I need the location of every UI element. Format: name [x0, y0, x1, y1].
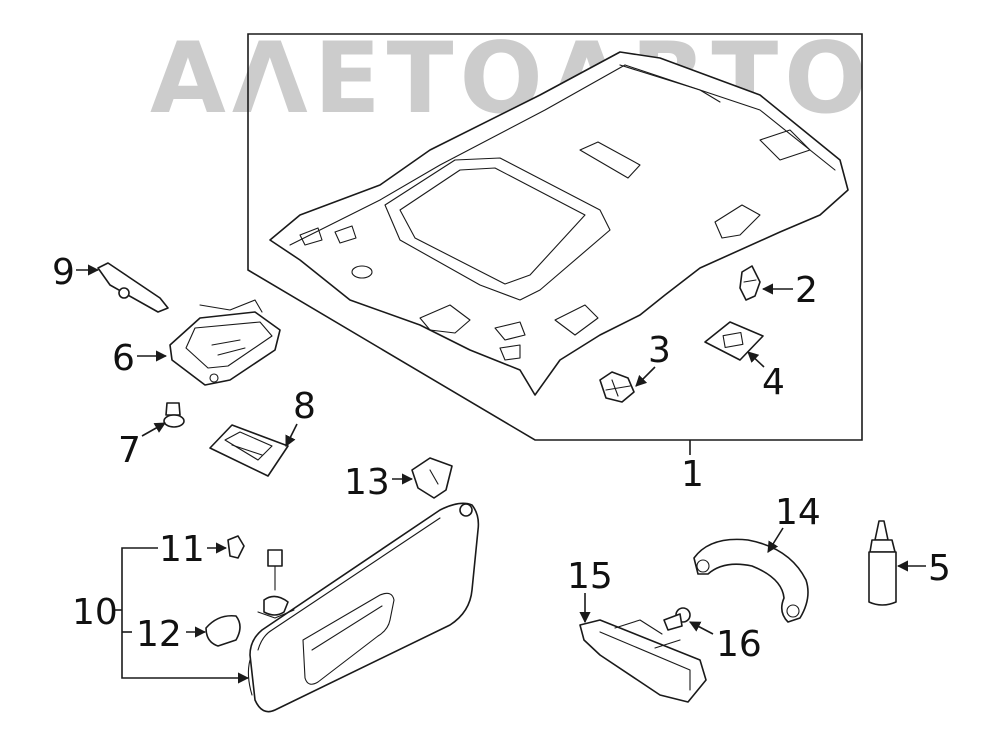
callout-15: 15 [567, 556, 613, 597]
sun-visor-part-10 [247, 502, 480, 713]
fastener-part-16 [663, 607, 691, 631]
visor-clip-part-13 [411, 457, 453, 499]
leader-10-bracket [114, 547, 250, 684]
trim-strip-part-9 [97, 262, 169, 313]
callout-13: 13 [344, 462, 390, 503]
callout-8: 8 [293, 386, 316, 427]
callout-3: 3 [648, 330, 671, 371]
leader-7 [141, 422, 166, 437]
callout-7: 7 [118, 430, 141, 471]
vanity-mirror [302, 592, 395, 685]
leader-8 [285, 423, 298, 448]
callout-2: 2 [795, 270, 818, 311]
callout-1: 1 [681, 454, 704, 495]
leader-3 [635, 366, 656, 387]
bracket-part-3 [599, 371, 635, 403]
grab-handle-recess [714, 204, 761, 239]
trim-piece-part-15 [579, 619, 707, 703]
leader-4 [747, 351, 765, 368]
clip-part-2 [739, 265, 761, 301]
headliner-panel [269, 51, 849, 396]
adhesive-bottle-part-5 [868, 520, 897, 606]
dome-light-opening [579, 141, 641, 179]
lamp-bracket-part-8 [209, 424, 289, 477]
callout-4: 4 [762, 362, 785, 403]
callout-10: 10 [72, 592, 118, 633]
callout-14: 14 [775, 492, 821, 533]
leader-16 [689, 621, 714, 635]
screw-part-7 [163, 402, 185, 428]
leader-14 [767, 527, 784, 553]
sunroof-opening [384, 157, 611, 301]
overhead-console-part-6 [169, 299, 281, 386]
callout-16: 16 [716, 624, 762, 665]
callout-5: 5 [928, 548, 951, 589]
callout-9: 9 [52, 252, 75, 293]
callout-6: 6 [112, 338, 135, 379]
callout-12: 12 [136, 614, 182, 655]
retainer-part-4 [704, 321, 764, 361]
clip-part-11 [227, 535, 245, 559]
callout-11: 11 [159, 529, 205, 570]
visor-pivot-harness [257, 549, 295, 619]
holder-part-12 [205, 614, 241, 647]
headliner-group-frame [247, 33, 863, 441]
grab-handle-part-14 [693, 538, 809, 623]
